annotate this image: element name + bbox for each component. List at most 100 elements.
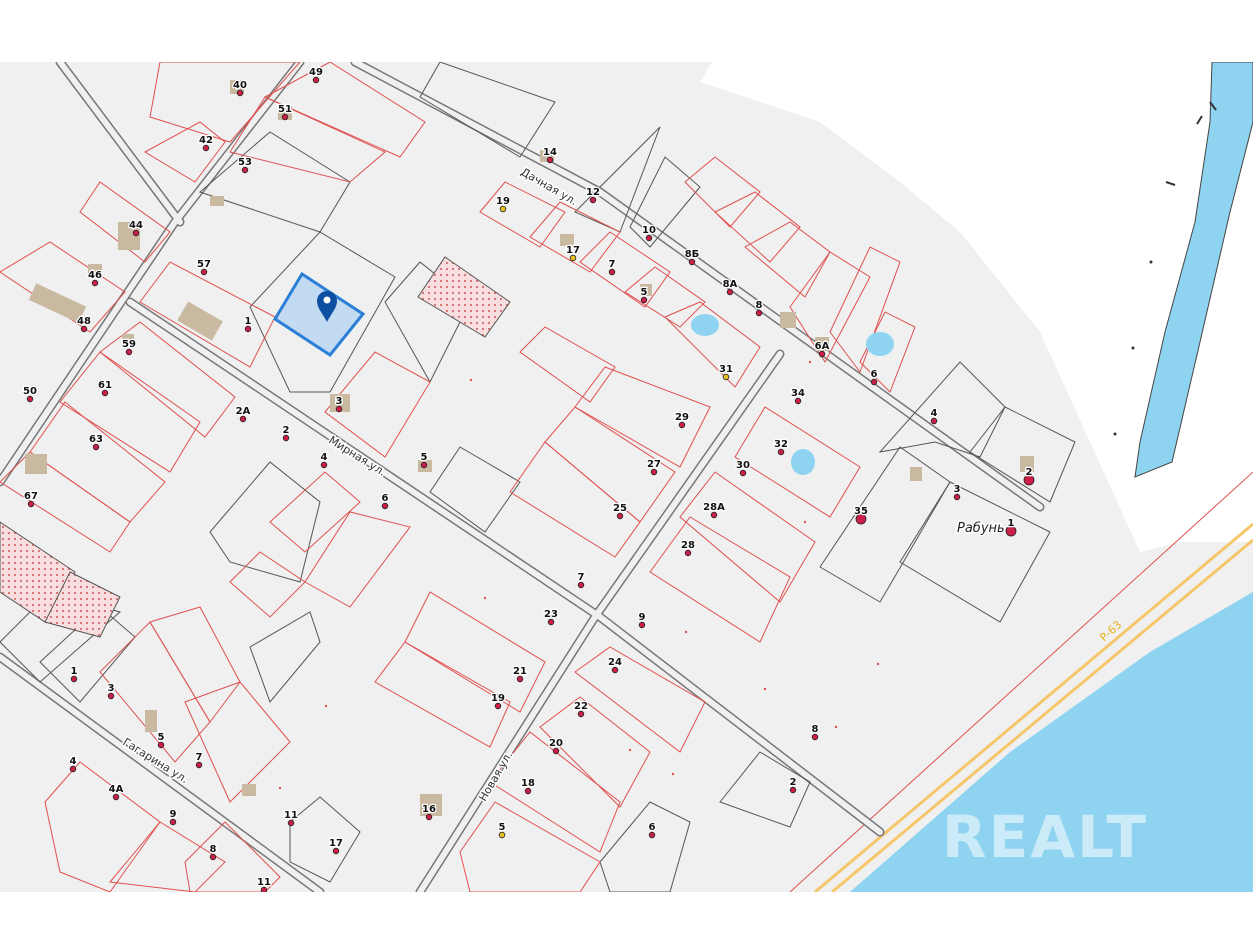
address-point-icon[interactable]: [494, 702, 502, 710]
address-point-icon[interactable]: [870, 378, 878, 386]
address-point-icon[interactable]: [157, 741, 165, 749]
address-point-icon[interactable]: [320, 461, 328, 469]
address-point-icon[interactable]: [722, 373, 730, 381]
address-point-icon[interactable]: [241, 166, 249, 174]
address-point-icon[interactable]: [80, 325, 88, 333]
address-point-icon[interactable]: [688, 258, 696, 266]
address-point-icon[interactable]: [726, 288, 734, 296]
address-point-icon[interactable]: [638, 621, 646, 629]
lake: [850, 592, 1253, 892]
address-point-icon[interactable]: [611, 666, 619, 674]
address-point-icon[interactable]: [547, 618, 555, 626]
address-point-icon[interactable]: [650, 468, 658, 476]
house-number-label: 44: [129, 220, 143, 231]
house-number-label: 3: [336, 396, 343, 407]
house-number-label: 4А: [109, 784, 124, 795]
address-point-icon[interactable]: [209, 853, 217, 861]
house-number-label: 32: [774, 439, 788, 450]
address-point-icon[interactable]: [678, 421, 686, 429]
house-number-label: 1: [1008, 518, 1015, 529]
address-point-icon[interactable]: [684, 549, 692, 557]
address-point-icon[interactable]: [332, 847, 340, 855]
address-point-icon[interactable]: [132, 229, 140, 237]
house-number-label: 46: [88, 270, 102, 281]
house-number-label: 12: [586, 187, 600, 198]
buildings: [25, 80, 1034, 816]
address-point-icon[interactable]: [794, 397, 802, 405]
address-point-icon[interactable]: [498, 831, 506, 839]
address-point-icon[interactable]: [648, 831, 656, 839]
address-point-icon[interactable]: [92, 443, 100, 451]
address-point-icon[interactable]: [569, 254, 577, 262]
address-point-icon[interactable]: [312, 76, 320, 84]
address-point-icon[interactable]: [27, 500, 35, 508]
address-point-icon[interactable]: [125, 348, 133, 356]
address-point-icon[interactable]: [335, 405, 343, 413]
address-point-icon[interactable]: [739, 469, 747, 477]
address-point-icon[interactable]: [499, 205, 507, 213]
house-number-label: 40: [233, 80, 247, 91]
address-point-icon[interactable]: [260, 886, 268, 892]
address-point-icon[interactable]: [524, 787, 532, 795]
address-point-icon[interactable]: [552, 747, 560, 755]
misc-points: [1113, 260, 1153, 436]
parcels-red: [0, 62, 916, 892]
address-point-icon[interactable]: [589, 196, 597, 204]
house-number-label: 16: [422, 804, 436, 815]
house-number-label: 6: [649, 822, 656, 833]
selected-parcel[interactable]: [272, 271, 366, 357]
address-point-icon[interactable]: [640, 296, 648, 304]
address-point-icon[interactable]: [101, 389, 109, 397]
address-point-icon[interactable]: [608, 268, 616, 276]
address-point-icon[interactable]: [107, 692, 115, 700]
address-point-icon[interactable]: [287, 819, 295, 827]
cadastral-map[interactable]: 40495142534446574815961502А6367234561412…: [0, 62, 1253, 892]
address-point-icon[interactable]: [91, 279, 99, 287]
address-point-icon[interactable]: [381, 502, 389, 510]
house-number-label: 9: [639, 612, 646, 623]
address-point-icon[interactable]: [811, 733, 819, 741]
address-point-icon[interactable]: [577, 581, 585, 589]
address-point-icon[interactable]: [69, 765, 77, 773]
house-number-label: 34: [791, 388, 805, 399]
settlement-label: Рабунь: [957, 521, 1005, 536]
address-point-icon[interactable]: [169, 818, 177, 826]
address-point-icon[interactable]: [281, 113, 289, 121]
address-point-icon[interactable]: [616, 512, 624, 520]
address-point-icon[interactable]: [577, 710, 585, 718]
house-number-label: 29: [675, 412, 689, 423]
address-point-icon[interactable]: [755, 309, 763, 317]
house-number-label: 11: [284, 810, 298, 821]
address-point-icon[interactable]: [70, 675, 78, 683]
house-number-label: 23: [544, 609, 558, 620]
address-point-icon[interactable]: [420, 461, 428, 469]
house-number-label: 20: [549, 738, 563, 749]
address-point-icon[interactable]: [112, 793, 120, 801]
address-point-icon[interactable]: [26, 395, 34, 403]
location-marker-icon[interactable]: [317, 291, 337, 322]
address-point-icon[interactable]: [1005, 525, 1017, 537]
address-point-icon[interactable]: [195, 761, 203, 769]
address-point-icon[interactable]: [645, 234, 653, 242]
unmapped-area: [700, 62, 1253, 552]
house-number-label: 48: [77, 316, 91, 327]
address-point-icon[interactable]: [200, 268, 208, 276]
address-point-icon[interactable]: [236, 89, 244, 97]
address-point-icon[interactable]: [202, 144, 210, 152]
address-point-icon[interactable]: [516, 675, 524, 683]
address-point-icon[interactable]: [777, 448, 785, 456]
address-point-icon[interactable]: [710, 511, 718, 519]
address-point-icon[interactable]: [282, 434, 290, 442]
address-point-icon[interactable]: [546, 156, 554, 164]
address-point-icon[interactable]: [930, 417, 938, 425]
address-point-icon[interactable]: [953, 493, 961, 501]
address-point-icon[interactable]: [789, 786, 797, 794]
address-point-icon[interactable]: [818, 350, 826, 358]
address-point-icon[interactable]: [239, 415, 247, 423]
address-point-icon[interactable]: [855, 513, 867, 525]
address-point-icon[interactable]: [425, 813, 433, 821]
house-number-label: 51: [278, 104, 292, 115]
address-point-icon[interactable]: [244, 325, 252, 333]
address-point-icon[interactable]: [1023, 474, 1035, 486]
